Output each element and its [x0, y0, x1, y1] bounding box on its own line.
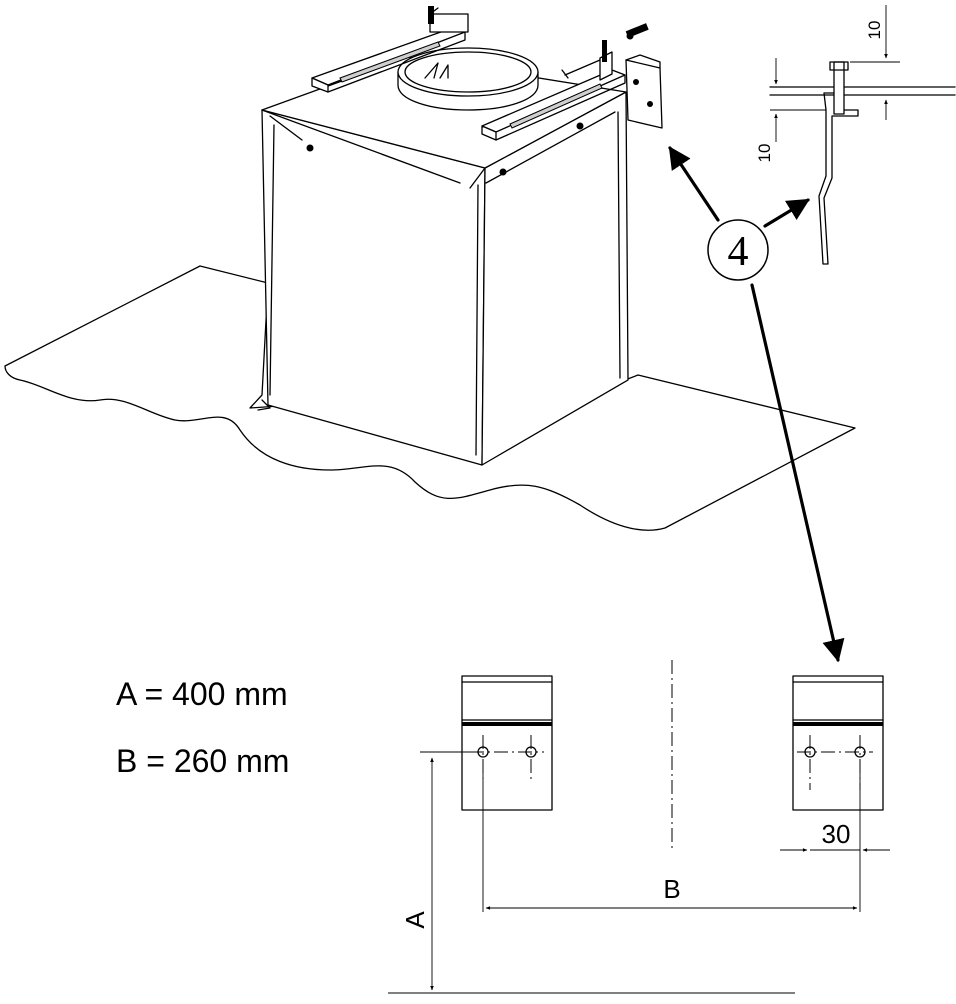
wall-bracket — [625, 54, 663, 129]
dimension-b: B — [482, 760, 861, 912]
right-rail-bracket — [481, 40, 626, 141]
dimension-hole-spacing: 30 — [780, 819, 890, 852]
screw-part — [625, 23, 649, 40]
spec-b-value: B = 260 mm — [116, 743, 290, 779]
plan-bracket-left — [461, 675, 553, 811]
left-rail-bracket — [311, 6, 469, 93]
hood-body — [257, 56, 629, 466]
plan-bracket-right — [792, 675, 884, 811]
callout-4: 4 — [668, 146, 845, 663]
duct-collar — [397, 47, 539, 111]
dimension-a: A — [388, 751, 795, 994]
spec-a-value: A = 400 mm — [116, 676, 288, 712]
dim-a-label: A — [400, 911, 430, 929]
dim-30-label: 30 — [822, 819, 851, 849]
callout-number: 4 — [728, 229, 749, 275]
detail-dim-top: 10 — [865, 21, 884, 40]
bracket-profile-detail: 10 10 — [755, 5, 956, 265]
detail-dim-left: 10 — [755, 144, 774, 163]
dim-b-label: B — [663, 874, 680, 904]
